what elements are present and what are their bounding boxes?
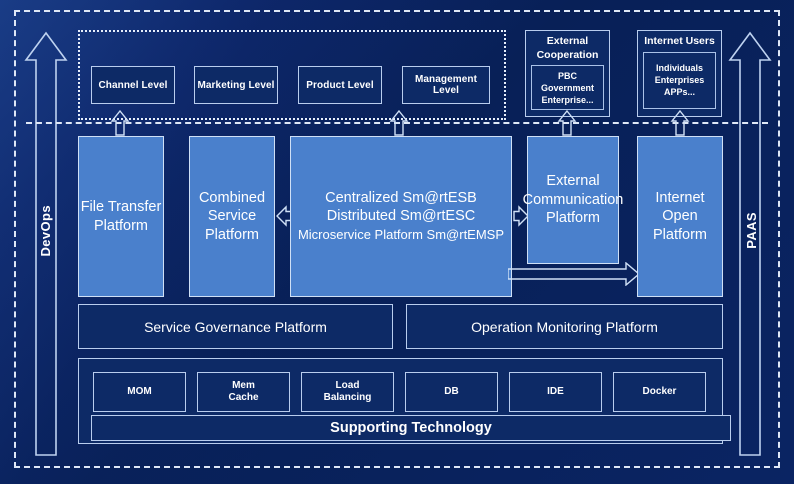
level-box-product[interactable]: Product Level (298, 66, 382, 104)
up-arrow-file-transfer (110, 110, 130, 136)
governance-label: Service Governance Platform (144, 318, 327, 335)
platform-label: External Communication Platform (522, 173, 624, 227)
service-governance-platform[interactable]: Service Governance Platform (78, 304, 393, 349)
arrow-central-to-external-comm (513, 205, 529, 227)
business-level-group (78, 30, 506, 120)
up-arrow-internet-open (670, 110, 690, 136)
layer-separator-dashed-line (26, 122, 768, 124)
level-box-label: Product Level (306, 79, 374, 91)
tech-label: MOM (127, 385, 152, 397)
platform-external-communication[interactable]: External Communication Platform (523, 136, 623, 264)
level-box-label: Marketing Level (197, 79, 275, 91)
platform-file-transfer[interactable]: File Transfer Platform (78, 136, 164, 297)
supporting-technology-label: Supporting Technology (330, 420, 492, 436)
arrow-central-to-internet-open (508, 262, 640, 286)
platform-label: Internet Open Platform (653, 189, 707, 243)
level-box-channel[interactable]: Channel Level (91, 66, 175, 104)
tech-box-mom[interactable]: MOM (93, 372, 186, 412)
platform-label: Centralized Sm@rtESB Distributed Sm@rtESC… (298, 189, 504, 245)
level-box-marketing[interactable]: Marketing Level (194, 66, 278, 104)
outer-dashed-frame (14, 10, 780, 468)
tech-label: Load Balancing (323, 379, 372, 404)
platform-label: File Transfer Platform (80, 198, 162, 234)
devops-label: DevOps (38, 205, 53, 257)
internet-users-box[interactable]: Internet Users Individuals Enterprises A… (637, 30, 722, 117)
supporting-technology-banner[interactable]: Supporting Technology (91, 415, 731, 441)
central-line-2: Distributed Sm@rtESC (326, 208, 476, 225)
operation-monitoring-platform[interactable]: Operation Monitoring Platform (406, 304, 723, 349)
tech-box-docker[interactable]: Docker (613, 372, 706, 412)
internet-users-inner: Individuals Enterprises APPs... (643, 51, 716, 109)
tech-box-load-balancing[interactable]: Load Balancing (301, 372, 394, 412)
tech-label: Docker (642, 385, 677, 397)
central-line-1: Centralized Sm@rtESB (325, 189, 477, 206)
external-cooperation-inner: PBC Government Enterprise... (531, 65, 604, 111)
governance-label: Operation Monitoring Platform (471, 318, 658, 335)
up-arrow-central-platform (389, 110, 409, 136)
internet-users-sub: Individuals Enterprises APPs... (654, 62, 705, 98)
level-box-label: Management Level (414, 74, 478, 96)
paas-arrow (728, 30, 772, 458)
paas-label: PAAS (744, 212, 759, 249)
tech-box-ide[interactable]: IDE (509, 372, 602, 412)
level-box-management[interactable]: Management Level (402, 66, 490, 104)
external-cooperation-sub: PBC Government Enterprise... (540, 70, 594, 105)
level-box-label: Channel Level (98, 79, 168, 91)
tech-label: IDE (547, 385, 564, 397)
tech-box-mem-cache[interactable]: Mem Cache (197, 372, 290, 412)
external-cooperation-title: External Cooperation (536, 35, 599, 61)
internet-users-title: Internet Users (644, 35, 715, 47)
tech-label: DB (444, 385, 459, 397)
central-line-3: Microservice Platform Sm@rtEMSP (297, 226, 505, 242)
tech-label: Mem Cache (228, 379, 259, 404)
platform-central-esb[interactable]: Centralized Sm@rtESB Distributed Sm@rtESC… (290, 136, 512, 297)
devops-arrow (24, 30, 68, 458)
platform-internet-open[interactable]: Internet Open Platform (637, 136, 723, 297)
external-cooperation-box[interactable]: External Cooperation PBC Government Ente… (525, 30, 610, 117)
tech-box-db[interactable]: DB (405, 372, 498, 412)
platform-label: Combined Service Platform (198, 189, 266, 243)
platform-combined-service[interactable]: Combined Service Platform (189, 136, 275, 297)
up-arrow-external-communication (557, 110, 577, 136)
